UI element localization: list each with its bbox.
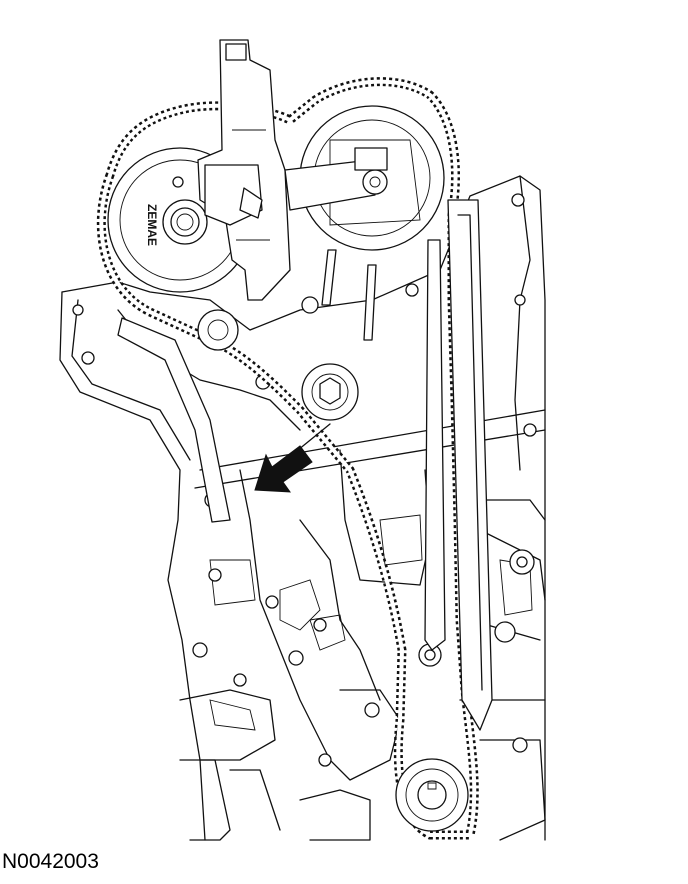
timing-chain <box>96 77 479 840</box>
center-bolt <box>301 363 359 421</box>
arrow-icon <box>254 423 331 493</box>
camshaft-holding-tool <box>197 39 388 301</box>
idler-gear <box>197 309 239 351</box>
figure-id-label: N0042003 <box>2 850 99 873</box>
guide-pins <box>321 249 377 341</box>
chain-guides <box>117 199 493 731</box>
gear-marking: ZEMAE <box>145 204 159 246</box>
crankshaft-sprocket <box>395 758 469 832</box>
